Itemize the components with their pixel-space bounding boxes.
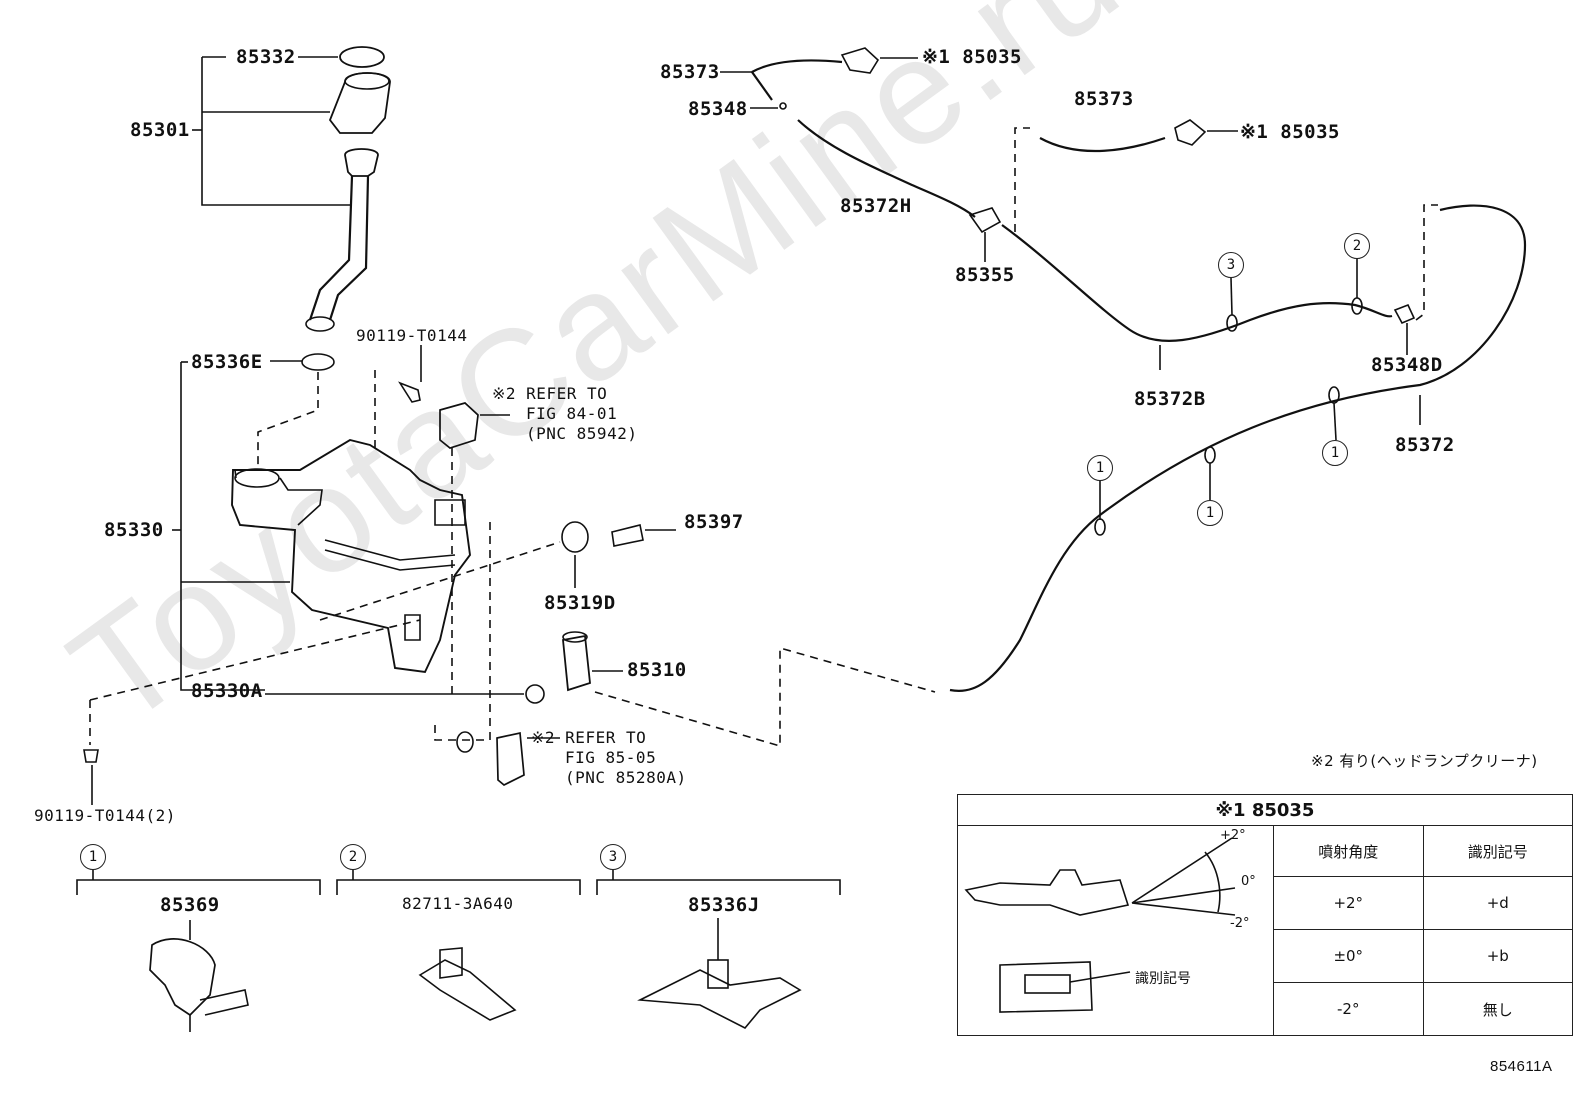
label-85355: 85355 bbox=[955, 264, 1015, 286]
label-85330A: 85330A bbox=[191, 680, 263, 702]
label-85373-a: 85373 bbox=[660, 61, 720, 83]
clip-callout-1: 1 bbox=[80, 844, 106, 870]
label-85372H: 85372H bbox=[840, 195, 912, 217]
callout-1-hose-a: 1 bbox=[1322, 440, 1348, 466]
spec-row-3-code: 無し bbox=[1422, 982, 1573, 1036]
clip-part-85336J: 85336J bbox=[688, 894, 760, 916]
refer-note-sensor-line1: ※2 REFER TO bbox=[492, 384, 608, 403]
angle-plus-label: +2° bbox=[1220, 828, 1246, 843]
label-85336E: 85336E bbox=[191, 351, 263, 373]
refer-note-pump-line3: (PNC 85280A) bbox=[565, 768, 687, 787]
label-85372: 85372 bbox=[1395, 434, 1455, 456]
refer-note-pump-line1: ※2 REFER TO bbox=[531, 728, 647, 747]
spec-row-1-angle: +2° bbox=[1273, 876, 1424, 930]
nozzle-spec-table: ※1 85035 +2° 0° -2° 識別記号 噴射角度 識別記号 +2° +… bbox=[957, 794, 1573, 1036]
refer-note-sensor-line2: FIG 84-01 bbox=[526, 404, 618, 423]
spec-row-2-angle: ±0° bbox=[1273, 929, 1424, 983]
label-90119-top: 90119-T0144 bbox=[356, 326, 468, 345]
clip-part-82711: 82711-3A640 bbox=[402, 894, 514, 913]
clip-part-85369: 85369 bbox=[160, 894, 220, 916]
label-85035-a: ※1 85035 bbox=[922, 46, 1022, 68]
label-85330: 85330 bbox=[104, 519, 164, 541]
angle-zero-label: 0° bbox=[1241, 874, 1256, 889]
refer-note-pump-line2: FIG 85-05 bbox=[565, 748, 657, 767]
spec-table-title: ※1 85035 bbox=[957, 794, 1573, 826]
callout-1-hose-b: 1 bbox=[1197, 500, 1223, 526]
label-85332: 85332 bbox=[236, 46, 296, 68]
label-85397: 85397 bbox=[684, 511, 744, 533]
spec-col-code: 識別記号 bbox=[1422, 825, 1573, 877]
spec-row-1-code: +d bbox=[1422, 876, 1573, 930]
label-85301: 85301 bbox=[130, 119, 190, 141]
callout-1-hose-c: 1 bbox=[1087, 455, 1113, 481]
label-85348D: 85348D bbox=[1371, 354, 1443, 376]
label-90119-bottom: 90119-T0144(2) bbox=[34, 806, 176, 825]
spec-col-angle: 噴射角度 bbox=[1273, 825, 1424, 877]
id-mark-label: 識別記号 bbox=[1135, 971, 1191, 987]
clip-callout-3: 3 bbox=[600, 844, 626, 870]
label-85035-b: ※1 85035 bbox=[1240, 121, 1340, 143]
note-headlamp-cleaner: ※2 有り(ヘッドランプクリーナ) bbox=[1311, 752, 1538, 770]
callout-3-hose: 3 bbox=[1218, 252, 1244, 278]
label-85373-b: 85373 bbox=[1074, 88, 1134, 110]
spec-row-3-angle: -2° bbox=[1273, 982, 1424, 1036]
refer-note-sensor-line3: (PNC 85942) bbox=[526, 424, 638, 443]
callout-2-hose: 2 bbox=[1344, 233, 1370, 259]
label-85348: 85348 bbox=[688, 98, 748, 120]
figure-code: 854611A bbox=[1490, 1058, 1553, 1075]
refer-note-sensor: ※2 REFER TO FIG 84-01 (PNC 85942) bbox=[492, 384, 637, 444]
nozzle-illustration-cell: +2° 0° -2° 識別記号 bbox=[957, 825, 1274, 1036]
clip-callout-2: 2 bbox=[340, 844, 366, 870]
refer-note-pump: ※2 REFER TO FIG 85-05 (PNC 85280A) bbox=[531, 728, 687, 788]
label-85310: 85310 bbox=[627, 659, 687, 681]
angle-minus-label: -2° bbox=[1230, 916, 1250, 931]
label-85372B: 85372B bbox=[1134, 388, 1206, 410]
label-85319D: 85319D bbox=[544, 592, 616, 614]
spec-row-2-code: +b bbox=[1422, 929, 1573, 983]
